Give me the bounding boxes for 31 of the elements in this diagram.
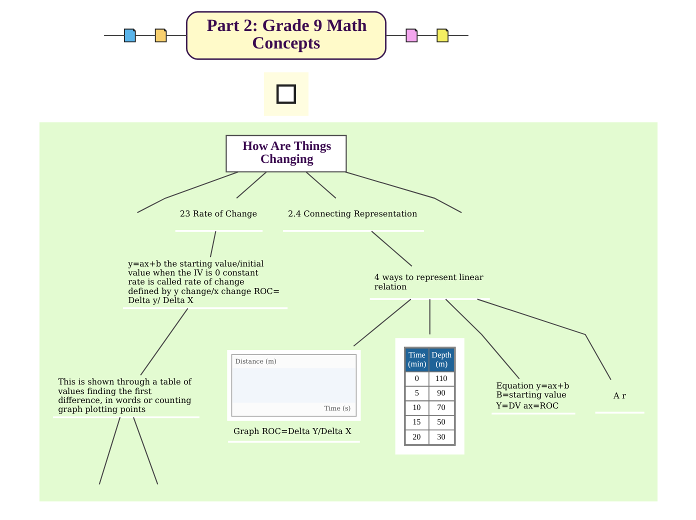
connector (236, 172, 266, 199)
connector (135, 34, 155, 36)
node-text: 4 ways to represent linear relation (374, 272, 483, 292)
connector (352, 298, 411, 347)
connector (136, 171, 238, 214)
node-box: Time (min) Depth (m) 0 110 5 90 10 70 15 50 20 30 (394, 338, 464, 455)
connector (370, 230, 412, 267)
connector (444, 298, 520, 380)
cluster (38, 122, 658, 502)
connector (448, 34, 468, 36)
node-box: Part 2: Grade 9 Math Concepts (185, 11, 386, 60)
connector (344, 171, 462, 214)
connector (98, 417, 120, 485)
connector (305, 172, 336, 199)
connector (166, 34, 186, 36)
connector (140, 308, 188, 376)
connector (385, 34, 406, 36)
connector (476, 298, 611, 380)
node-text: A r (612, 390, 626, 400)
connector (104, 34, 124, 36)
node-text: Equation y=ax+b B=starting value Y=DV ax=ROC (496, 380, 569, 410)
connector (416, 34, 436, 36)
node-box: How Are Things Changing (225, 134, 346, 172)
connector (428, 299, 430, 334)
node-checkbox (276, 84, 296, 104)
node-text: y=ax+b the starting value/initial value when the IV is 0 constant rate is called rate of change defined by y change/x change ROC= Delta y/ Delta X (128, 258, 280, 305)
connector (209, 231, 216, 258)
node-text: 2.4 Connecting Representation (288, 208, 417, 219)
node-text: This is shown through a table of values finding the first difference, in words or counting graph plotting points (58, 376, 191, 414)
node-text: 23 Rate of Change (179, 208, 257, 219)
connector (132, 417, 158, 485)
